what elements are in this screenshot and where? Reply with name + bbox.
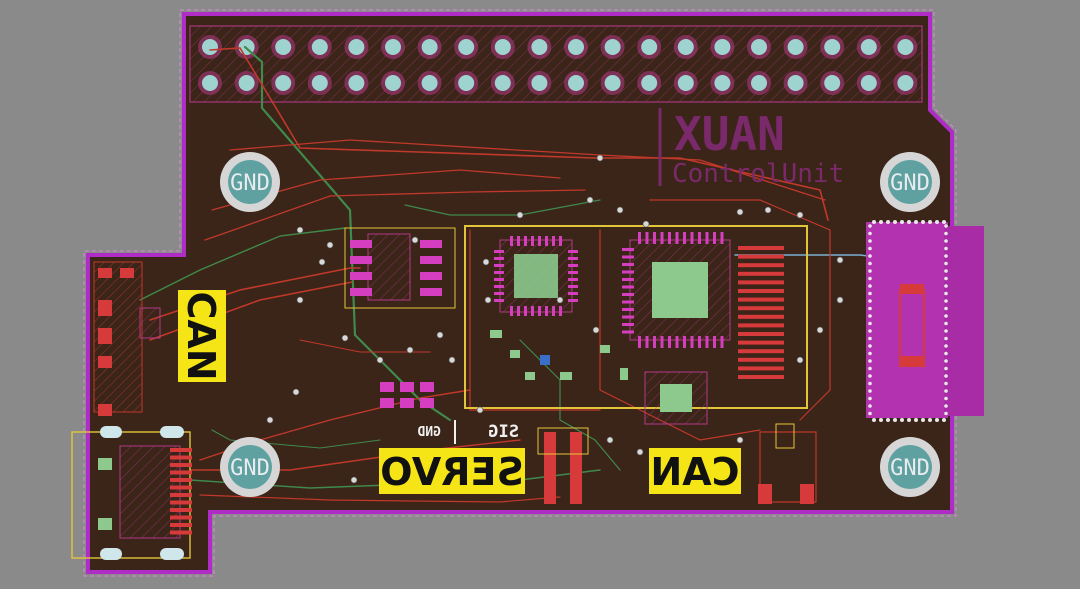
servo-label-text: SERVO — [380, 450, 524, 494]
header-pin-hole — [531, 75, 548, 91]
servo-gnd-label: GND — [417, 425, 441, 440]
header-pin-hole — [311, 75, 328, 91]
mounting-hole-bottom-right: GND — [880, 437, 940, 497]
header-pin-hole — [641, 75, 658, 91]
bottom-switch — [758, 423, 817, 504]
servo-sig-label: SIG — [488, 422, 519, 442]
mounting-hole-top-right: GND — [880, 152, 940, 212]
qfp-mcu-chip — [622, 232, 731, 348]
header-pin-hole — [751, 75, 767, 91]
servo-label: SERVO — [379, 448, 525, 494]
mcu-module-outline — [464, 225, 808, 409]
header-pin-hole — [824, 75, 841, 91]
header-pin-hole — [677, 75, 694, 91]
right-edge-connector — [866, 220, 984, 422]
header-pin-hole — [311, 39, 328, 55]
vias — [266, 154, 844, 484]
header-pin-hole — [421, 75, 438, 91]
left-smd-pads — [98, 268, 161, 416]
brand-text: XUAN — [674, 107, 785, 161]
mounting-hole-bottom-left: GND — [220, 437, 280, 497]
header-pin-hole — [202, 39, 218, 55]
header-pin-hole — [385, 75, 401, 91]
header-pin-hole — [641, 39, 658, 55]
qfn-chip — [494, 236, 578, 316]
header-copper-area — [189, 25, 923, 103]
passive-components — [380, 330, 628, 408]
servo-pin-labels: SIG GND — [417, 420, 519, 444]
header-pin-hole — [348, 39, 365, 55]
header-pin-hole — [385, 39, 401, 55]
can-left-label-text: CAN — [179, 291, 223, 380]
header-pin-hole — [604, 75, 621, 91]
header-pin-hole — [568, 39, 584, 55]
header-pin-hole — [202, 75, 218, 91]
mcu-edge-pads — [738, 246, 784, 379]
header-pin-hole — [458, 75, 475, 91]
mounting-hole-label: GND — [890, 171, 930, 196]
can-transceiver-chip — [344, 227, 456, 309]
header-pin-hole — [238, 75, 255, 91]
header-pin-hole — [751, 39, 767, 55]
can-bottom-label-text: CAN — [650, 450, 739, 494]
header-pin-hole — [677, 39, 694, 55]
header-pin-hole — [787, 39, 804, 55]
header-pin-hole — [348, 75, 365, 91]
header-pin-hole — [604, 39, 621, 55]
header-pin-hole — [494, 39, 511, 55]
header-pin-hole — [860, 39, 877, 55]
mounting-hole-label: GND — [230, 171, 270, 196]
header-pin-hole — [714, 75, 731, 91]
gpio-header-pins — [198, 35, 918, 95]
header-pin-hole — [897, 75, 914, 91]
header-pin-hole — [787, 75, 804, 91]
header-pin-hole — [714, 39, 731, 55]
header-pin-hole — [275, 75, 292, 91]
lower-chip — [644, 371, 708, 425]
mounting-hole-label: GND — [890, 456, 930, 481]
header-pin-hole — [568, 75, 584, 91]
header-pin-hole — [275, 39, 292, 55]
header-pin-hole — [458, 39, 475, 55]
header-pin-hole — [824, 39, 841, 55]
header-pin-hole — [860, 75, 877, 91]
header-pin-hole — [531, 39, 548, 55]
servo-connector-pads — [537, 427, 589, 504]
header-pin-hole — [897, 39, 914, 55]
subtitle-text: ControlUnit — [672, 159, 844, 189]
header-pin-hole — [421, 39, 438, 55]
mounting-hole-label: GND — [230, 456, 270, 481]
mounting-hole-top-left: GND — [220, 152, 280, 212]
header-pin-hole — [494, 75, 511, 91]
can-left-label: CAN — [178, 290, 226, 382]
can-bottom-label: CAN — [649, 448, 741, 494]
usb-connector — [71, 426, 192, 560]
board-keepout-dashed — [83, 9, 957, 577]
